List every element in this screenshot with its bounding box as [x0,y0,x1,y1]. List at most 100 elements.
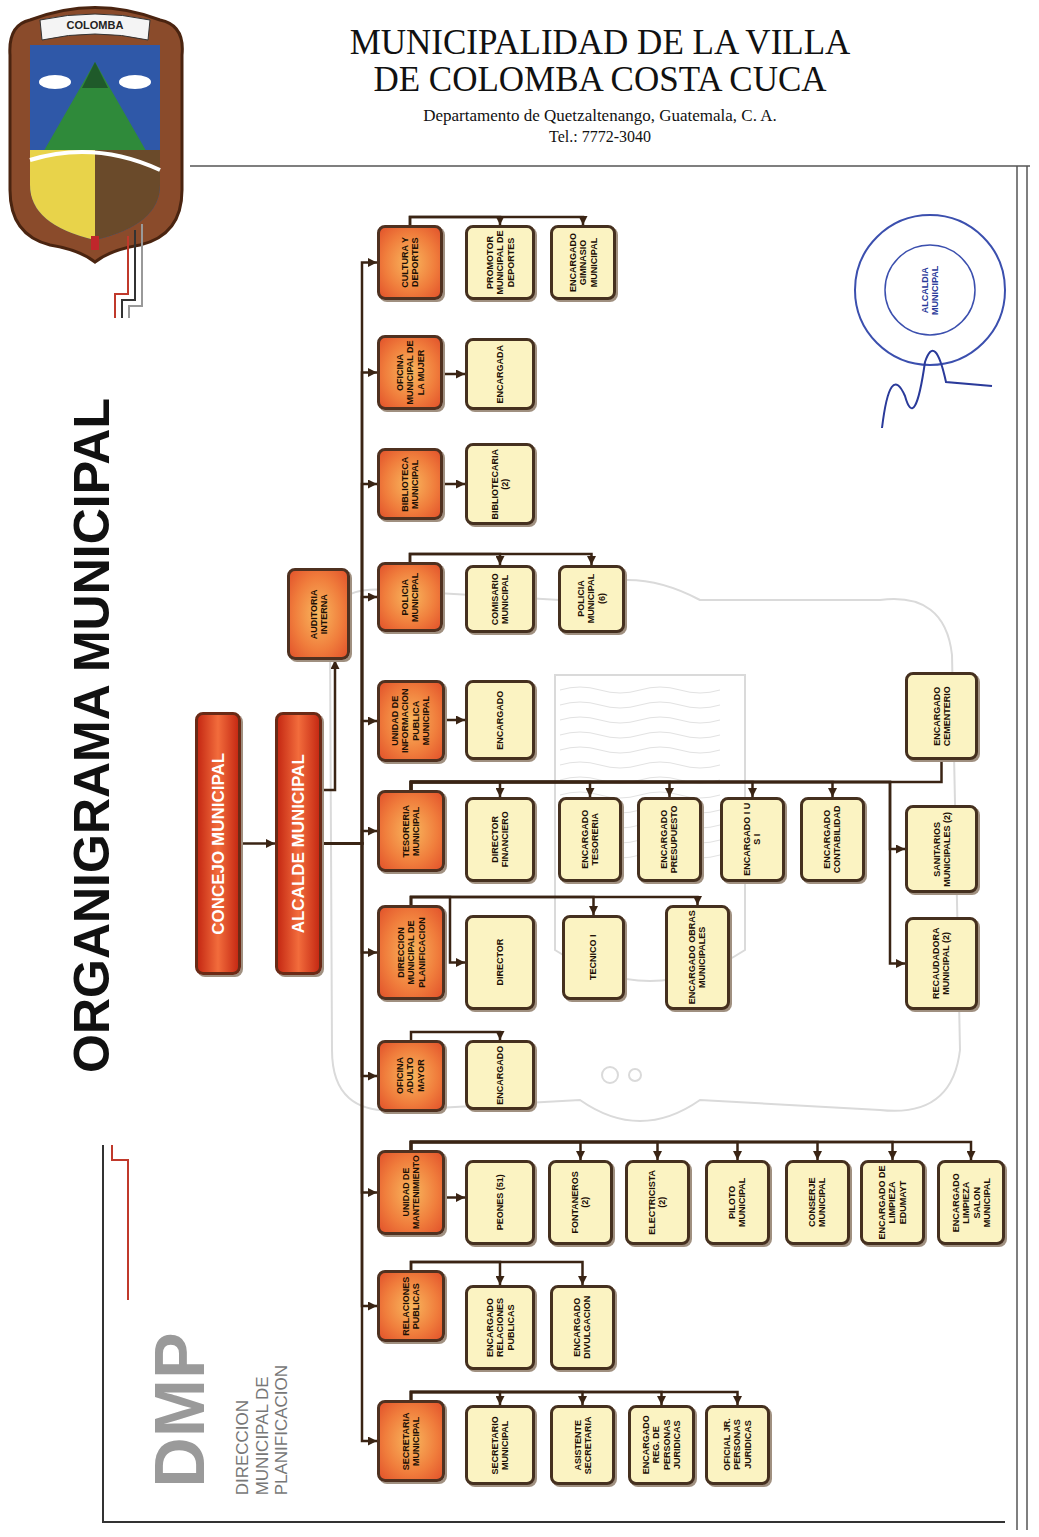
connector-arrow [322,844,377,1077]
position-box: OFICIAL JR. PERSONAS JURIDICAS [705,1405,770,1485]
box-label: RECAUDADORA MUNICIPAL (2) [931,922,952,1005]
logo-name: DIRECCION MUNICIPAL DE PLANIFICACION [233,1325,292,1495]
position-box: ENCARGADO [465,680,535,760]
box-label: ENCARGADA [495,343,505,405]
connector-arrow [411,1142,658,1160]
position-box: ENCARGADO TESORERIA [558,797,622,882]
connector-arrow [411,1142,738,1160]
connector-arrow [322,844,377,953]
box-label: PILOTO MUNICIPAL [727,1165,748,1240]
box-label: CONCEJO MUNICIPAL [208,717,228,970]
position-box: TECNICO I [562,915,625,1000]
position-box: DIRECTOR FINANCIERO [465,797,535,882]
box-label: ENCARGADO REG. DE PERSONAS JURIDICAS [641,1410,682,1480]
box-label: TESORERIA MUNICIPAL [401,795,422,867]
position-box: COMISARIO MUNICIPAL [465,565,535,633]
position-box: ENCARGADO GIMNASIO MUNICIPAL [550,225,616,300]
box-label: ENCARGADO PRESUPUESTO [659,802,680,877]
watermark-shield [330,580,960,1121]
position-box: POLICIA MUNICIPAL (6) [558,565,625,633]
position-box: ENCARGADO I U S I [720,797,785,882]
box-label: UNIDAD DE MANTENIMIENTO [401,1155,421,1230]
department-box: TESORERIA MUNICIPAL [377,790,445,872]
box-label: ENCARGADO GIMNASIO MUNICIPAL [567,230,598,295]
position-box: RECAUDADORA MUNICIPAL (2) [905,917,978,1010]
box-label: SECRETARIA MUNICIPAL [401,1405,422,1477]
logo-letters: DMP [145,1310,215,1510]
box-label: CULTURA Y DEPORTES [400,230,421,295]
connector-arrow [322,844,377,1442]
leadership-box: CONCEJO MUNICIPAL [195,712,241,975]
stamp-text: ALCALDIA MUNICIPAL [920,255,941,325]
position-box: ENCARGADO DIVULGACION [550,1285,615,1370]
connector-arrow [411,1392,662,1405]
box-label: ENCARGADO RELACIONES PUBLICAS [484,1290,515,1365]
connector-arrow [411,1392,738,1405]
connector-arrow [411,782,753,797]
position-box: PROMOTOR MUNICIPAL DE DEPORTES [465,225,535,300]
box-label: ENCARGADO DE LIMPIEZA EDUMAYT [877,1165,908,1240]
position-box: ENCARGADO RELACIONES PUBLICAS [465,1285,535,1370]
box-label: POLICIA MUNICIPAL (6) [576,570,607,628]
position-box: DIRECTOR [465,915,535,1010]
department-box: OFICINA MUNICIPAL DE LA MUJER [377,335,443,410]
box-label: CONSERJE MUNICIPAL [807,1165,828,1240]
connector-arrow [322,660,335,790]
connector-arrow [410,217,583,225]
phone-number: Tel.: 7772-3040 [450,127,750,146]
box-label: OFICIAL JR. PERSONAS JURIDICAS [722,1410,753,1480]
box-label: ASISTENTE SECRETARIA [572,1410,593,1480]
connector-arrow [411,672,942,790]
box-label: TECNICO I [588,920,598,995]
box-label: ENCARGADO DIVULGACION [572,1290,593,1365]
position-box: ENCARGADO CEMENTERIO [905,672,978,760]
box-label: RELACIONES PUBLICAS [401,1275,422,1337]
department-box: OFICINA ADULTO MAYOR [377,1040,445,1112]
box-label: AUDITORIA INTERNA [308,573,329,655]
connector-arrow [322,484,377,844]
page-title: MUNICIPALIDAD DE LA VILLA DE COLOMBA COS… [300,24,900,98]
position-box: CONSERJE MUNICIPAL [785,1160,850,1245]
box-label: ENCARGADO TESORERIA [580,802,601,877]
box-label: BIBLIOTECA MUNICIPAL [400,453,421,515]
connector-arrow [445,1196,465,1199]
connector-arrow [411,782,670,797]
box-label: SECRETARIO MUNICIPAL [490,1410,511,1480]
position-box: ENCARGADO PRESUPUESTO [637,797,702,882]
position-box: ENCARGADA [465,338,535,410]
box-label: PROMOTOR MUNICIPAL DE DEPORTES [484,230,515,295]
position-box: SECRETARIO MUNICIPAL [465,1405,535,1485]
box-label: ENCARGADO OBRAS MUNICIPALES [687,910,708,1005]
box-label: DIRECTOR FINANCIERO [490,802,511,877]
box-label: ENCARGADO [495,1045,505,1105]
position-box: ENCARGADO CONTABILIDAD [800,797,865,882]
connector-arrow [445,719,465,722]
position-box: PEONES (51) [465,1160,535,1245]
box-label: ENCARGADO [495,685,505,755]
page-frame [103,166,1030,1530]
position-box: PILOTO MUNICIPAL [705,1160,770,1245]
box-label: COMISARIO MUNICIPAL [490,570,511,628]
connector-arrow [411,1142,893,1160]
box-label: ELECTRICISTA (2) [647,1165,668,1240]
department-box: POLICIA MUNICIPAL [377,562,443,632]
connector-arrow [322,831,377,844]
box-label: ENCARGADO CONTABILIDAD [822,802,843,877]
box-label: FONTANEROS (2) [570,1165,591,1240]
connector-arrow [443,483,465,486]
department-box: BIBLIOTECA MUNICIPAL [377,448,443,520]
box-label: UNIDAD DE INFORMACION PUBLICA MUNICIPAL [390,685,431,757]
connector-arrow [241,842,275,845]
department-box: CULTURA Y DEPORTES [377,225,443,300]
department-box: UNIDAD DE INFORMACION PUBLICA MUNICIPAL [377,680,445,762]
box-label: PEONES (51) [495,1165,505,1240]
box-label: DIRECCION MUNICIPAL DE PLANIFICACION [395,910,426,995]
box-label: BIBLIOTECARIA (2) [490,448,511,520]
department-box: SECRETARIA MUNICIPAL [377,1400,445,1482]
position-box: ENCARGADO LIMPIEZA SALON MUNICIPAL [937,1160,1005,1245]
position-box: FONTANEROS (2) [548,1160,613,1245]
municipal-shield [10,8,182,263]
connector-arrow [411,897,698,905]
position-box: ENCARGADO OBRAS MUNICIPALES [665,905,730,1010]
position-box: ELECTRICISTA (2) [625,1160,690,1245]
